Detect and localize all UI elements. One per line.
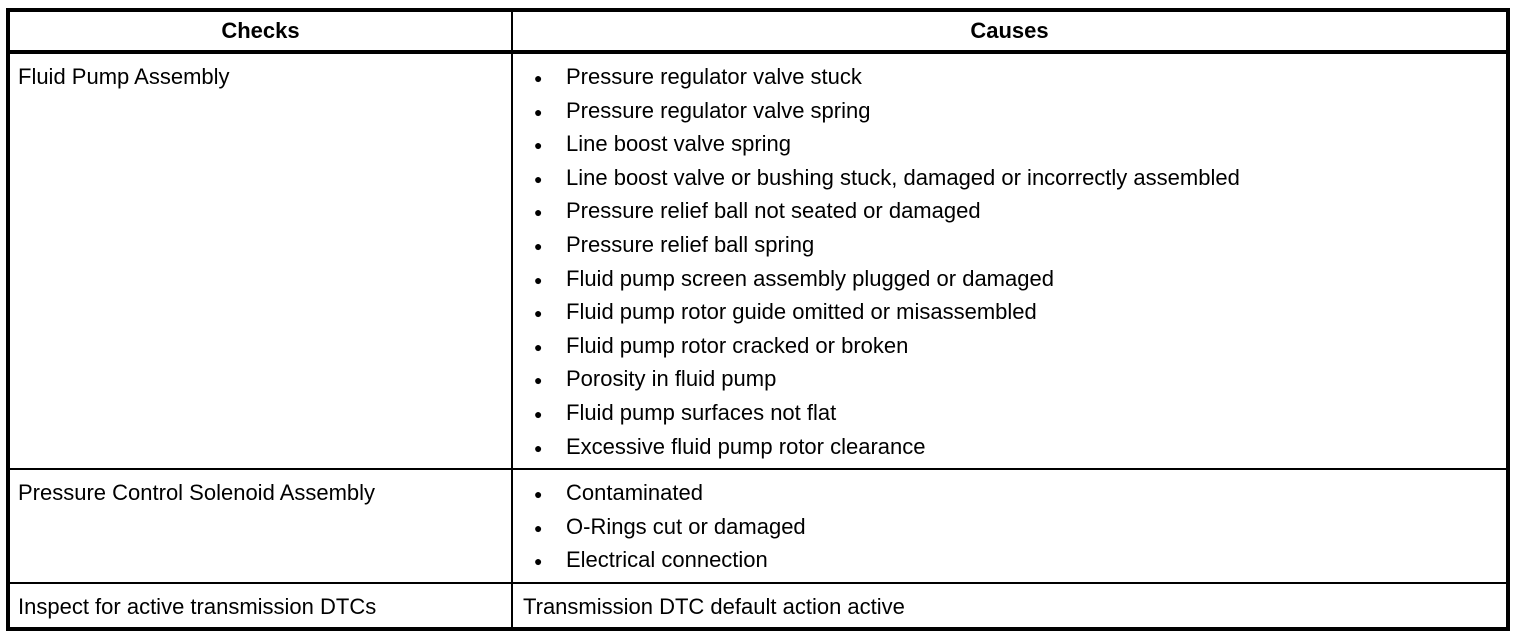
bullet-icon: ●	[534, 486, 543, 503]
cause-text: Line boost valve spring	[566, 131, 792, 157]
cause-item: ● Pressure regulator valve stuck	[534, 61, 1500, 95]
cause-item: ● Fluid pump surfaces not flat	[534, 397, 1500, 431]
bullet-icon: ●	[534, 338, 543, 355]
cause-text: O-Rings cut or damaged	[566, 513, 806, 539]
cause-text: Pressure relief ball spring	[566, 231, 815, 257]
bullet-icon: ●	[534, 70, 543, 86]
cause-text: Pressure regulator valve spring	[566, 97, 871, 123]
cause-item: ● Pressure relief ball not seated or dama…	[534, 195, 1500, 229]
table-row: Pressure Control Solenoid Assembly ● Conta…	[7, 468, 1509, 584]
cause-item: ● Porosity in fluid pump	[534, 363, 1500, 397]
cause-item: ● Pressure regulator valve spring	[534, 95, 1500, 129]
check-cell: Pressure Control Solenoid Assembly	[7, 468, 513, 584]
diagnostic-table-page: Checks Causes Fluid Pump Assembly●Pressu…	[6, 8, 1510, 631]
column-header-causes: Causes	[511, 9, 1509, 54]
cause-text: Fluid pump rotor cracked or broken	[566, 332, 909, 358]
bullet-icon: ●	[534, 137, 543, 154]
table-body: Fluid Pump Assembly ● Pressure regulator v…	[7, 50, 1509, 630]
cause-text: Fluid pump surfaces not flat	[566, 399, 837, 425]
cause-item: ● Excessive fluid pump rotor clearance	[534, 431, 1500, 465]
bullet-icon: ●	[534, 553, 543, 570]
check-cell: Fluid Pump Assembly	[7, 50, 513, 471]
bullet-icon: ●	[534, 237, 543, 254]
cause-item: ● Line boost valve or bushing stuck, dama…	[534, 162, 1500, 196]
cause-text: Fluid pump rotor guide omitted or misass…	[566, 299, 1037, 325]
cause-text: Fluid pump screen assembly plugged or da…	[566, 265, 1054, 291]
causes-list: ● Pressure regulator valve stuck ● Pressure…	[523, 61, 1500, 464]
cause-text: Excessive fluid pump rotor clearance	[566, 433, 926, 459]
header-row: Checks Causes	[7, 9, 1509, 54]
table-row: Inspect for active transmission DTCs Tran…	[7, 581, 1509, 630]
check-cell: Inspect for active transmission DTCs	[7, 581, 513, 630]
bullet-icon: ●	[534, 305, 543, 322]
bullet-icon: ●	[534, 170, 543, 187]
bullet-icon: ●	[534, 439, 543, 456]
cause-text: Pressure regulator valve stuck	[566, 64, 862, 89]
cause-item: ● Contaminated	[534, 477, 1500, 511]
bullet-icon: ●	[534, 405, 543, 422]
bullet-icon: ●	[534, 103, 543, 120]
cause-item: ● Pressure relief ball spring	[534, 229, 1500, 263]
cause-text: Transmission DTC default action active	[523, 593, 905, 619]
cause-item: ● Fluid pump screen assembly plugged or d…	[534, 263, 1500, 297]
cause-text: Porosity in fluid pump	[566, 366, 777, 392]
cause-item: ● Electrical connection	[534, 544, 1500, 578]
bullet-icon: ●	[534, 271, 543, 288]
causes-cell: ● Contaminated ● O-Rings cut or damaged ● Ele…	[511, 468, 1509, 584]
cause-item: ● Fluid pump rotor guide omitted or misas…	[534, 296, 1500, 330]
cause-item: ● Fluid pump rotor cracked or broken	[534, 330, 1500, 364]
cause-item: ● Line boost valve spring	[534, 128, 1500, 162]
bullet-icon: ●	[534, 372, 543, 389]
causes-cell: ● Pressure regulator valve stuck ● Pressure…	[511, 50, 1509, 471]
cause-item: ● O-Rings cut or damaged	[534, 511, 1500, 545]
cause-text: Pressure relief ball not seated or damag…	[566, 198, 981, 224]
table-row: Fluid Pump Assembly ● Pressure regulator v…	[7, 50, 1509, 471]
column-header-checks: Checks	[7, 9, 513, 54]
checks-causes-table: Checks Causes Fluid Pump Assembly●Pressu…	[6, 8, 1510, 631]
causes-list: ● Contaminated ● O-Rings cut or damaged ● Ele…	[523, 477, 1500, 578]
cause-text: Line boost valve or bushing stuck, damag…	[566, 164, 1240, 190]
bullet-icon: ●	[534, 519, 543, 536]
cause-text: Electrical connection	[566, 547, 768, 573]
bullet-icon: ●	[534, 204, 543, 221]
cause-text: Contaminated	[566, 480, 703, 506]
causes-cell: Transmission DTC default action active	[511, 581, 1509, 630]
